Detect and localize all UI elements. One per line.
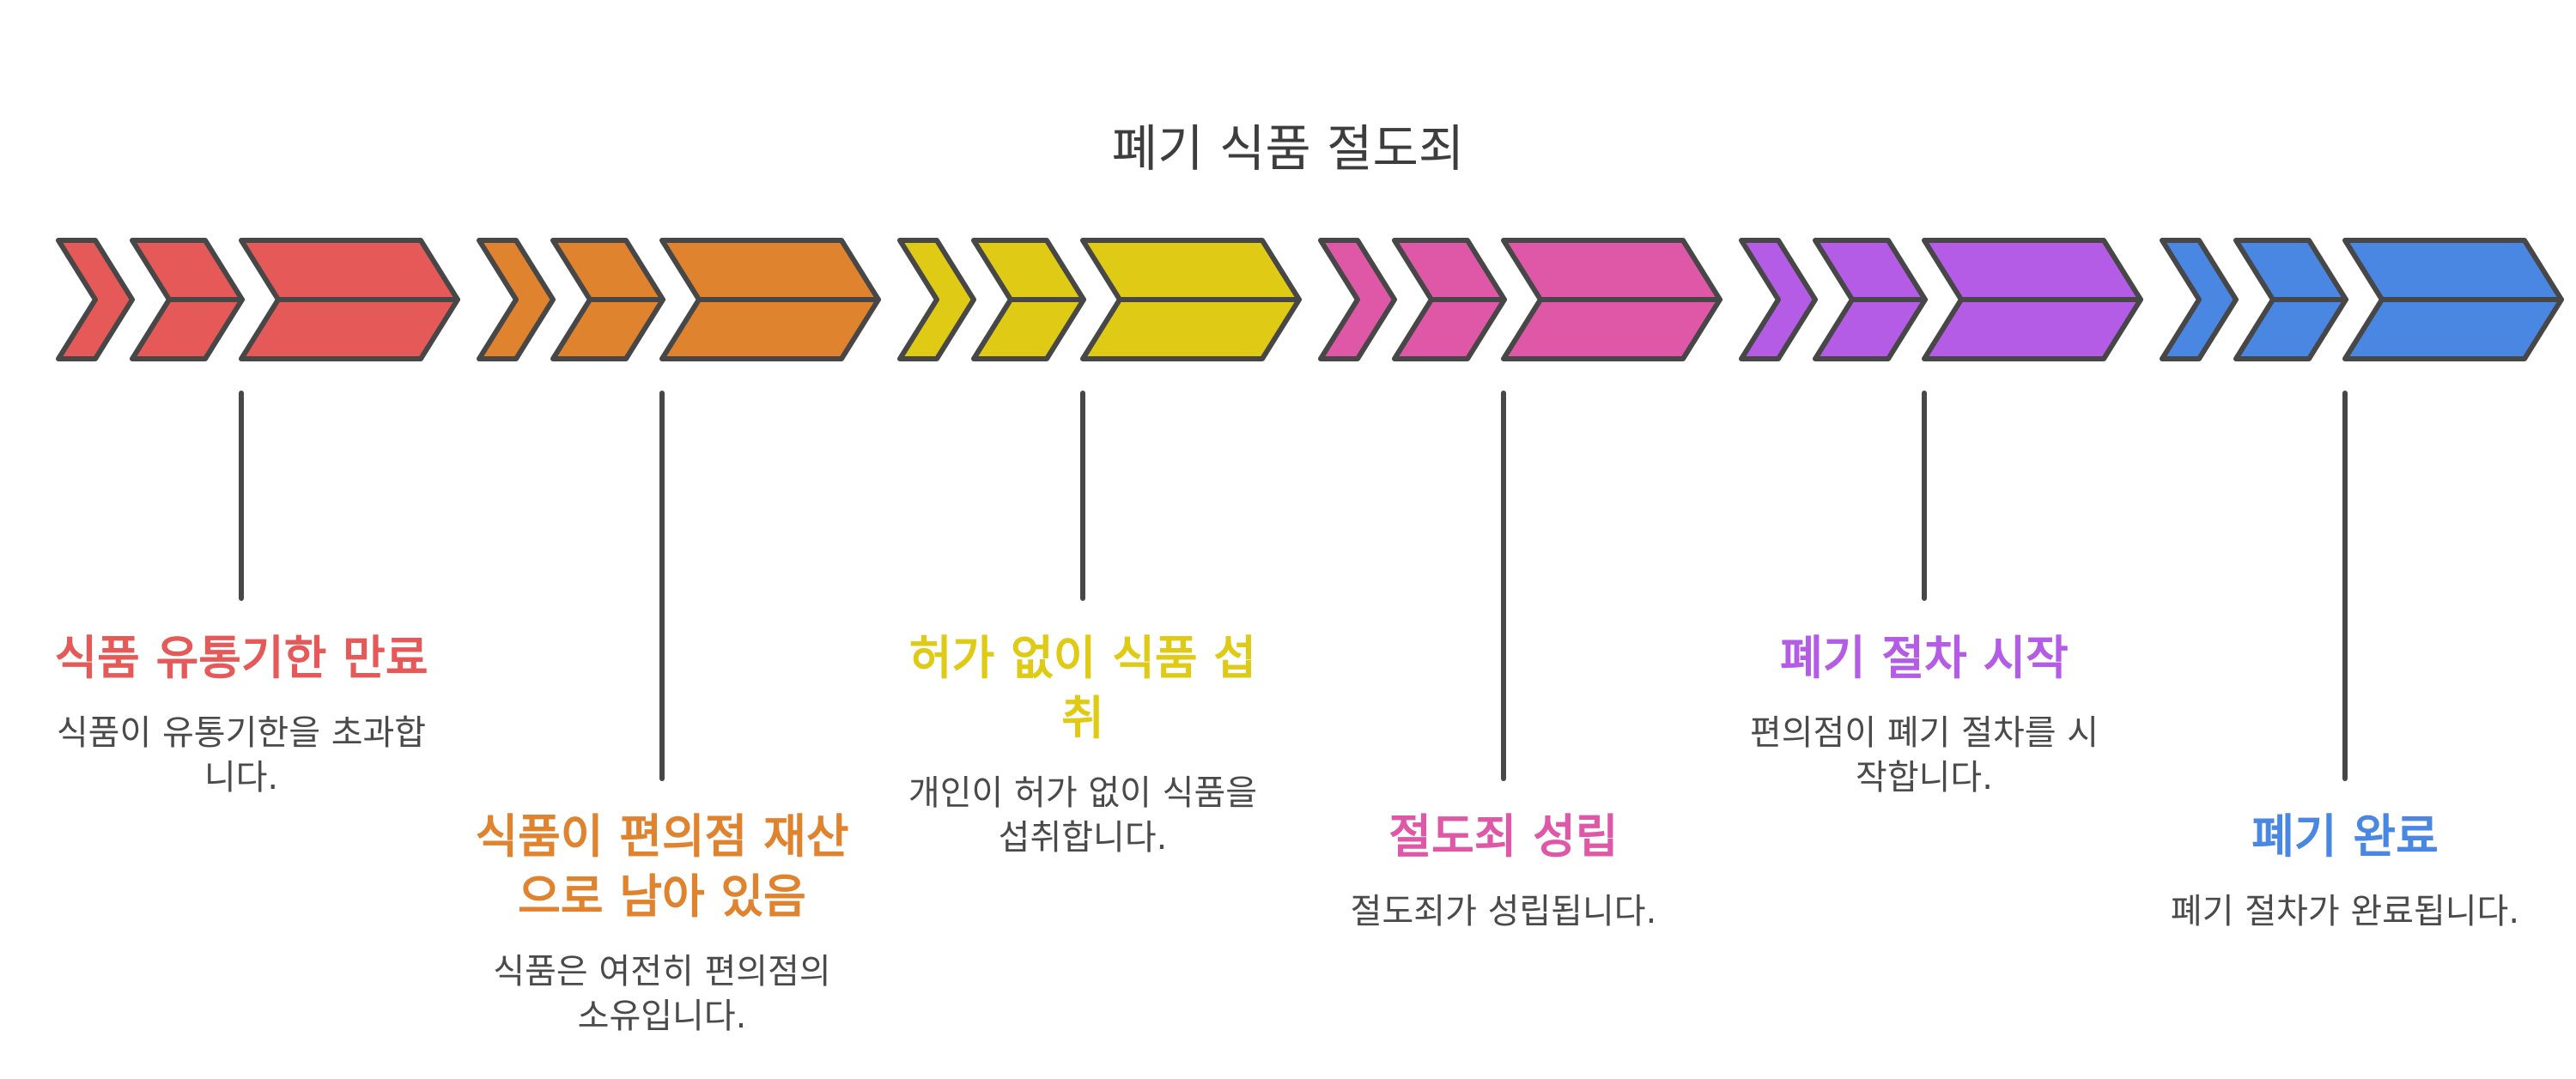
chevron-segment (1813, 238, 1928, 361)
chevron-segment (56, 238, 135, 361)
step-label: 식품 유통기한 만료 식품이 유통기한을 초과합니다. (52, 628, 430, 800)
chevron-segment (659, 238, 881, 361)
step-label: 허가 없이 식품 섭취 개인이 허가 없이 식품을 섭취합니다. (894, 628, 1272, 860)
chevron-segment (1922, 238, 2143, 361)
step-heading: 절도죄 성립 (1388, 809, 1619, 864)
chevron-segment (550, 238, 665, 361)
step-label: 폐기 절차 시작 편의점이 폐기 절차를 시작합니다. (1735, 628, 2113, 800)
chevron-segment (1318, 238, 1397, 361)
chevron-segment (2233, 238, 2348, 361)
chevron-segment (897, 238, 976, 361)
step-heading: 폐기 완료 (2251, 809, 2439, 864)
diagram-title: 폐기 식품 절도죄 (1111, 119, 1465, 178)
step-heading: 식품이 편의점 재산으로 남아 있음 (475, 809, 849, 924)
step-description: 편의점이 폐기 절차를 시작합니다. (1749, 713, 2099, 797)
connector-line (1501, 391, 1506, 781)
chevron-segment (130, 238, 245, 361)
chevron-segment (1501, 238, 1722, 361)
chevron-segment (2160, 238, 2239, 361)
chevron-segment (971, 238, 1086, 361)
connector-line (1922, 391, 1927, 601)
connector-line (1080, 391, 1085, 601)
chevron-segment (1739, 238, 1818, 361)
chevron-segment (239, 238, 460, 361)
step-heading: 허가 없이 식품 섭취 (908, 631, 1257, 745)
step-description: 식품이 유통기한을 초과합니다. (56, 713, 427, 797)
chevron-segment (2342, 238, 2564, 361)
chevron-segment (1080, 238, 1302, 361)
step-label: 폐기 완료 폐기 절차가 완료됩니다. (2156, 807, 2534, 934)
step-heading: 폐기 절차 시작 (1780, 631, 2069, 685)
chevron-segment (1392, 238, 1507, 361)
step-description: 식품은 여전히 편의점의 소유입니다. (493, 952, 831, 1036)
step-description: 폐기 절차가 완료됩니다. (2170, 892, 2520, 931)
step-heading: 식품 유통기한 만료 (54, 631, 428, 685)
step-description: 개인이 허가 없이 식품을 섭취합니다. (908, 773, 1258, 858)
connector-line (659, 391, 665, 781)
chevron-segment (477, 238, 556, 361)
connector-line (239, 391, 244, 601)
step-description: 절도죄가 성립됩니다. (1350, 892, 1657, 931)
connector-line (2342, 391, 2348, 781)
step-label: 식품이 편의점 재산으로 남아 있음 식품은 여전히 편의점의 소유입니다. (473, 807, 851, 1039)
step-label: 절도죄 성립 절도죄가 성립됩니다. (1315, 807, 1692, 934)
